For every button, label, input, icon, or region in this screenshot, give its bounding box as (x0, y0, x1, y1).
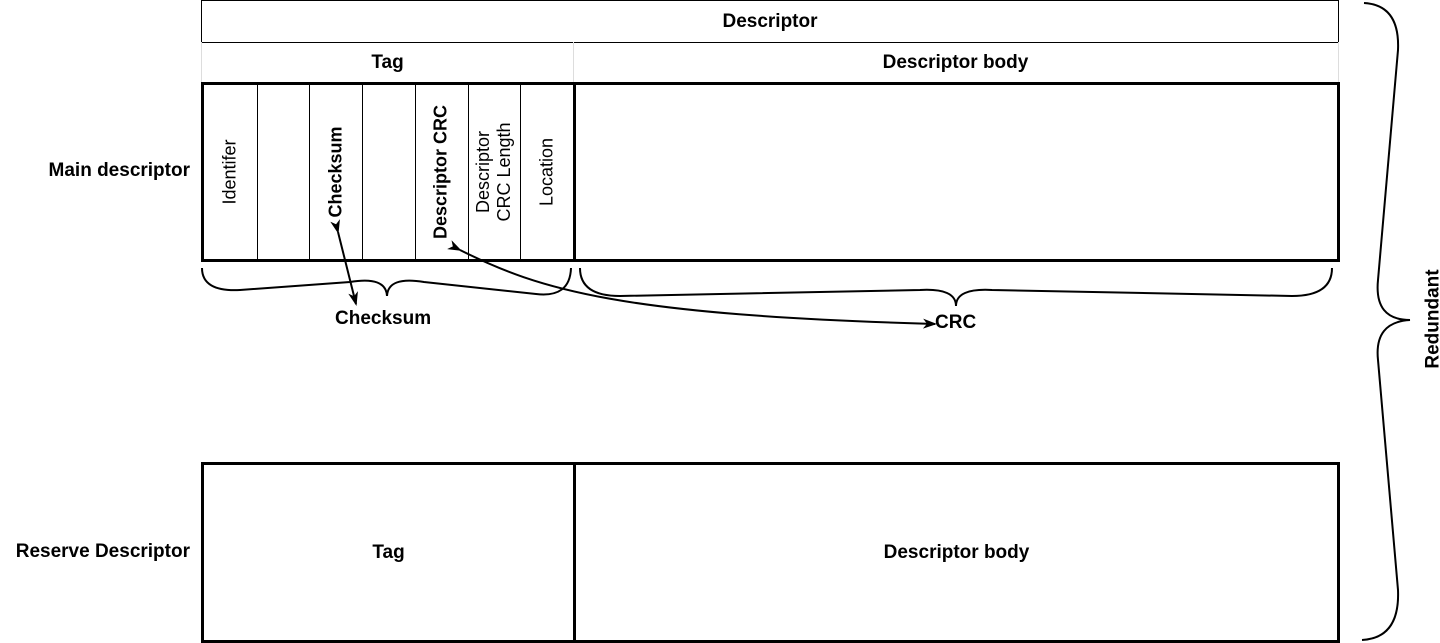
redundant-brace (1361, 2, 1411, 641)
crc-annotation: CRC (935, 312, 977, 333)
reserve-descriptor-body-label: Descriptor body (883, 541, 1030, 563)
descriptor-body-header-label: Descriptor body (882, 52, 1029, 73)
field-separator (414, 85, 416, 259)
crc-arrow (447, 240, 937, 329)
tag-header-label: Tag (371, 52, 404, 73)
field-separator (520, 85, 522, 259)
field-separator (467, 85, 469, 259)
descriptor-header: Descriptor (201, 0, 1339, 43)
descriptor-body-header: Descriptor body (573, 42, 1339, 84)
field-separator (362, 85, 364, 259)
checksum-arrow (330, 219, 358, 306)
descriptor-header-label: Descriptor (722, 10, 818, 32)
reserve-descriptor-label: Reserve Descriptor (15, 541, 190, 562)
redundant-annotation: Redundant (1422, 269, 1440, 369)
main-descriptor-body-box (573, 82, 1340, 262)
tag-header: Tag (201, 42, 574, 84)
checksum-brace (201, 267, 572, 297)
crc-brace (579, 267, 1333, 307)
reserve-descriptor-body-box: Descriptor body (573, 462, 1340, 643)
reserve-tag-label: Tag (372, 541, 405, 563)
field-separator (309, 85, 311, 259)
checksum-annotation: Checksum (335, 308, 432, 329)
field-separator (256, 85, 258, 259)
main-descriptor-label: Main descriptor (48, 160, 190, 181)
